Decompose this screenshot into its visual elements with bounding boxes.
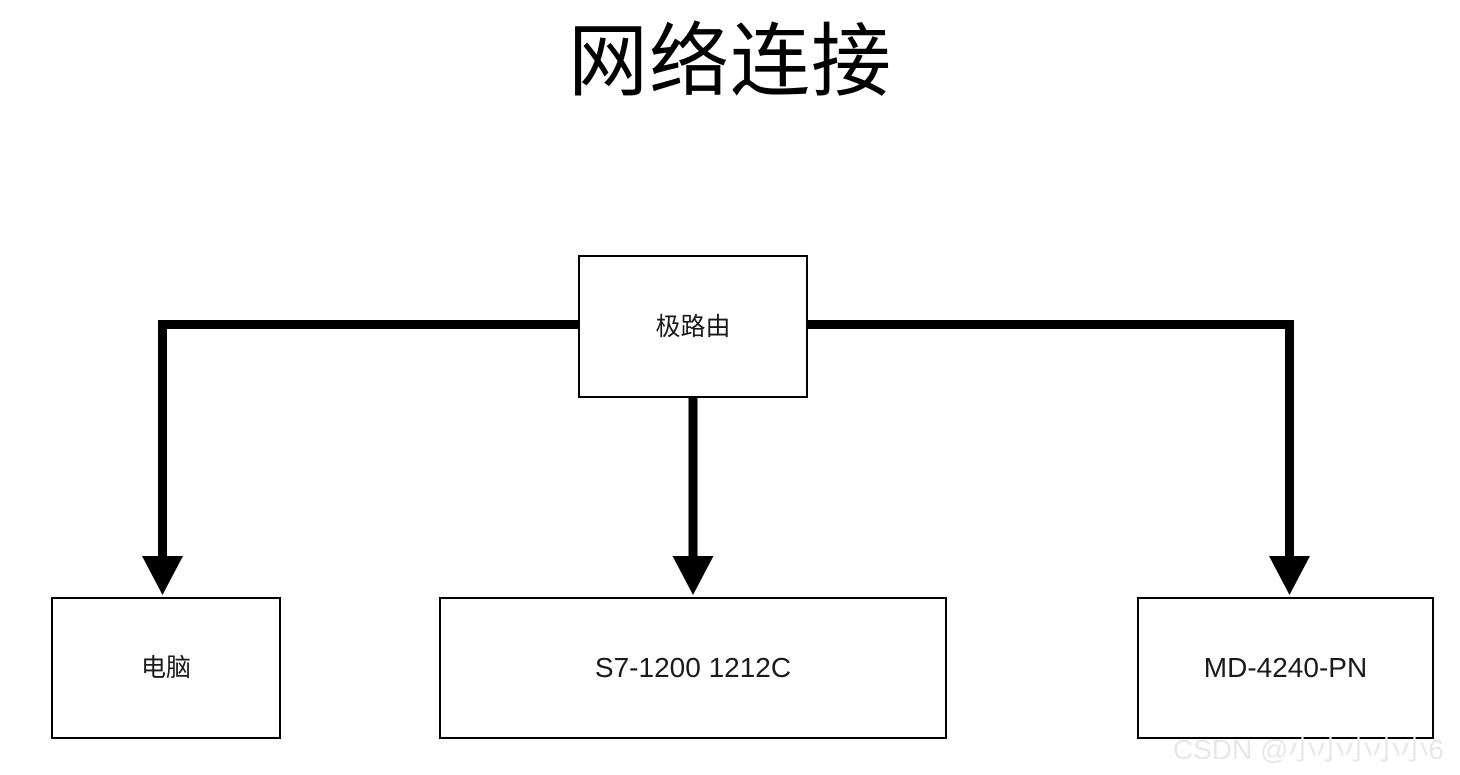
arrowhead-gateway [1269, 556, 1310, 595]
connector-router-to-plc [672, 398, 714, 595]
connector-router-to-gateway [808, 320, 1310, 595]
node-plc[interactable]: S7-1200 1212C [439, 597, 947, 739]
connector-router-to-computer [142, 320, 578, 595]
node-router-label: 极路由 [655, 312, 731, 341]
arrowhead-computer [142, 556, 183, 595]
node-router[interactable]: 极路由 [578, 255, 808, 398]
arrowhead-plc [672, 556, 714, 595]
node-computer-label: 电脑 [140, 654, 191, 682]
page-title: 网络连接 [568, 17, 892, 106]
node-gateway-label: MD-4240-PN [1203, 652, 1368, 683]
node-gateway[interactable]: MD-4240-PN [1137, 597, 1434, 739]
node-plc-label: S7-1200 1212C [594, 652, 792, 683]
node-computer[interactable]: 电脑 [51, 597, 281, 739]
csdn-watermark: CSDN @小小小小小6 [1172, 734, 1444, 765]
